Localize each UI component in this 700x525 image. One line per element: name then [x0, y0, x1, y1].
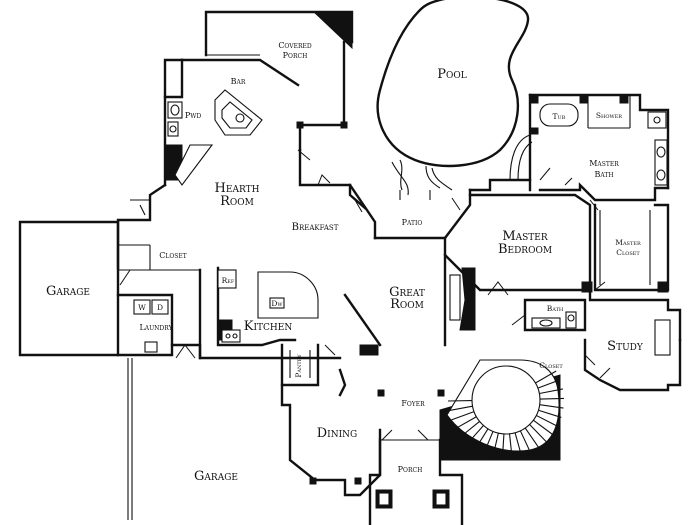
pool [376, 0, 530, 196]
label-master-bath-1: Master [589, 159, 619, 168]
stair-tread [537, 379, 561, 389]
label-great-room-1: Great [389, 285, 425, 300]
laundry [116, 269, 202, 360]
stair-tread [451, 411, 475, 421]
label-breakfast: Breakfast [292, 222, 339, 233]
stair-tread [535, 370, 557, 384]
label-covered-porch-1: Covered [278, 41, 312, 50]
label-tub: Tub [553, 112, 566, 121]
label-closet-left: Closet [159, 251, 187, 260]
room-labels: Covered Porch Pool Bar Pwd Tub Shower Ma… [46, 41, 644, 484]
label-master-bath-2: Bath [594, 170, 613, 179]
label-ref: Ref [222, 276, 235, 285]
stair-tread [539, 397, 564, 400]
label-pantry: Pantry [294, 354, 303, 378]
label-pool: Pool [437, 67, 467, 82]
stair-tread [529, 424, 547, 443]
label-hearth-room-1: Hearth [215, 181, 260, 196]
label-dryer: D [157, 303, 163, 312]
stair-tread [519, 430, 532, 453]
stair-tread [460, 420, 480, 437]
label-dw: Dw [271, 299, 283, 308]
bar-pwd-wing [163, 58, 302, 187]
label-master-bedroom-2: Bedroom [498, 242, 552, 257]
label-porch: Porch [398, 465, 423, 474]
label-study: Study [607, 339, 644, 354]
label-washer: W [138, 303, 146, 312]
label-garage-bottom: Garage [194, 469, 238, 484]
label-master-closet-2: Closet [616, 248, 640, 257]
label-covered-porch-2: Porch [283, 51, 308, 60]
label-bath: Bath [547, 304, 564, 313]
stair-tread [514, 432, 523, 457]
patio [348, 183, 472, 240]
stair-tread [533, 419, 553, 435]
label-pwd: Pwd [185, 111, 202, 120]
stair-tread [538, 409, 562, 418]
hearth-breakfast [18, 148, 377, 357]
label-foyer: Foyer [401, 399, 425, 408]
label-great-room-2: Room [390, 297, 424, 312]
label-master-bedroom-1: Master [502, 229, 548, 244]
label-bar: Bar [231, 77, 246, 86]
stair-tread [455, 416, 477, 430]
label-dining: Dining [317, 426, 357, 441]
stair-tread [467, 425, 484, 444]
bath-study [511, 288, 682, 392]
stair-tread [539, 388, 564, 395]
stair-tread [501, 433, 505, 458]
stair-tread [474, 428, 489, 450]
stair-tread [448, 405, 473, 412]
stair-tread [524, 427, 540, 449]
great-room [343, 253, 476, 397]
label-kitchen: Kitchen [244, 319, 293, 334]
stair-tread [509, 433, 513, 458]
label-laundry: Laundry [139, 323, 173, 332]
stair-tread [483, 431, 494, 454]
stair-tread [492, 433, 499, 457]
master-suite [443, 93, 670, 296]
spiral-stair [439, 359, 564, 461]
label-shower: Shower [596, 111, 622, 120]
stair-tread [536, 414, 558, 427]
label-garage-left: Garage [46, 284, 90, 299]
label-hearth-room-2: Room [220, 194, 254, 209]
label-master-closet-1: Master [615, 238, 641, 247]
stair-tread [539, 404, 564, 409]
label-patio: Patio [402, 218, 423, 227]
driveway [127, 358, 133, 520]
label-closet-right: Closet [539, 361, 563, 370]
